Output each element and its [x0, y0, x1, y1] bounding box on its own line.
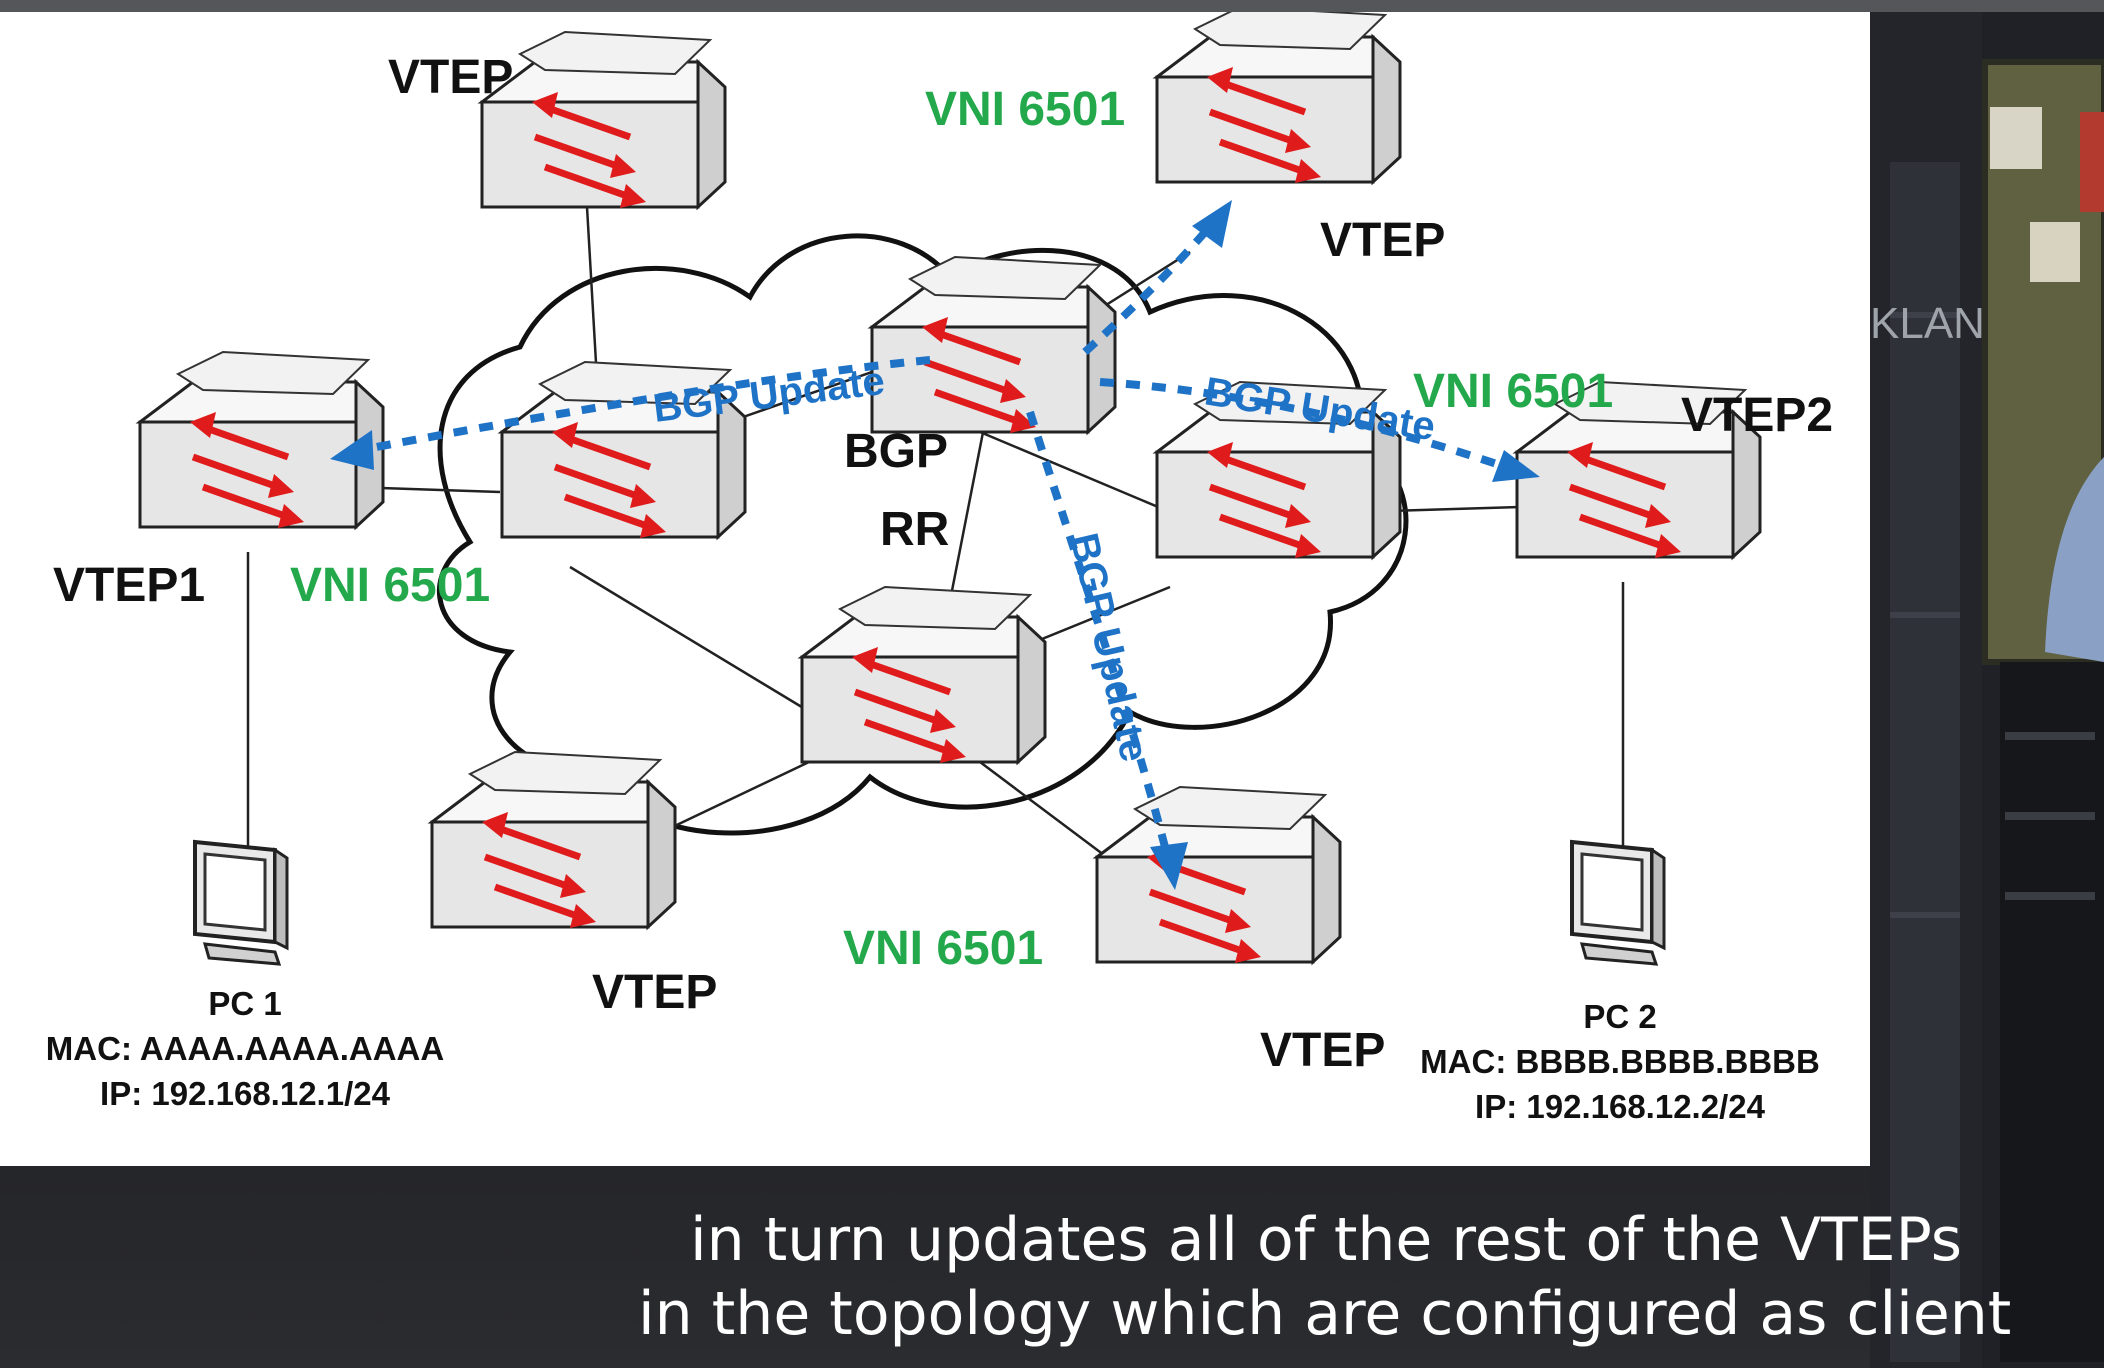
vni-bottom-label: VNI 6501 [843, 922, 1044, 975]
video-top-bar [0, 0, 2104, 12]
switch-icon [482, 32, 725, 208]
presenter-sign-text: KLAN [1870, 299, 1985, 348]
pc1-icon [193, 840, 289, 966]
pc2-icon [1570, 840, 1666, 966]
pc2-details: PC 2 MAC: BBBB.BBBB.BBBB IP: 192.168.12.… [1405, 1000, 1835, 1135]
switch-icon [140, 352, 383, 528]
vni-right-label: VNI 6501 [1413, 365, 1614, 418]
vtep2-label: VTEP2 [1681, 389, 1834, 442]
vtep-bottom-left-label: VTEP [592, 966, 718, 1019]
pc1-mac: MAC: AAAA.AAAA.AAAA [45, 1030, 445, 1067]
bgp-rr-label-line2: RR [880, 503, 950, 556]
vtep-top-right-label: VTEP [1320, 214, 1446, 267]
vtep1-label: VTEP1 [53, 559, 206, 612]
switch-icon [1097, 787, 1340, 963]
vni-left-label: VNI 6501 [290, 559, 491, 612]
vtep-bottom-right-label: VTEP [1260, 1024, 1386, 1077]
pc2-mac: MAC: BBBB.BBBB.BBBB [1420, 1043, 1820, 1080]
pc1-name: PC 1 [208, 985, 282, 1022]
bgp-rr-label-line1: BGP [844, 425, 949, 478]
pc2-ip: IP: 192.168.12.2/24 [1475, 1088, 1765, 1125]
vni-top-label: VNI 6501 [925, 83, 1126, 136]
caption-line-2: in the topology which are configured as … [638, 1279, 2012, 1349]
subtitle-caption: in turn updates all of the rest of the V… [0, 1190, 2104, 1360]
pc2-name: PC 2 [1583, 998, 1657, 1035]
caption-line-1: in turn updates all of the rest of the V… [690, 1205, 1962, 1275]
pc1-details: PC 1 MAC: AAAA.AAAA.AAAA IP: 192.168.12.… [30, 987, 460, 1122]
presenter-camera: KLAN [1870, 12, 2104, 1368]
slide: BGP Update BGP Update BGP Update VTEP VT… [0, 12, 1870, 1166]
pc1-ip: IP: 192.168.12.1/24 [100, 1075, 390, 1112]
topology-diagram: BGP Update BGP Update BGP Update [0, 12, 1870, 1166]
switch-icon [432, 752, 675, 928]
switch-icon [1157, 12, 1400, 183]
vtep-top-left-label: VTEP [388, 51, 514, 104]
